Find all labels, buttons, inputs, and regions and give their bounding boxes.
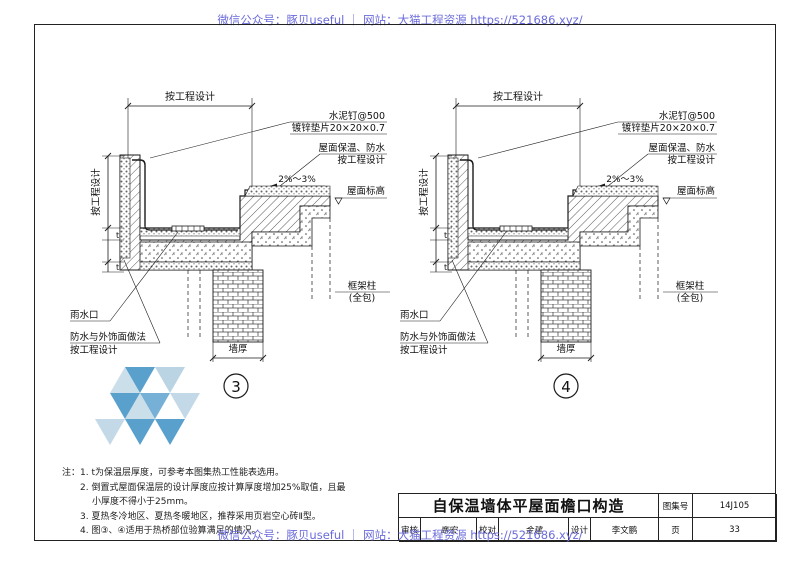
finish-label: 防水与外饰面做法	[70, 331, 146, 343]
nail-note: 水泥钉@500	[659, 110, 715, 122]
atlas-label: 图集号	[659, 494, 693, 518]
page-value: 33	[693, 518, 777, 542]
drawing-title: 自保温墙体平屋面檐口构造	[399, 494, 659, 518]
detail-number: 3	[231, 378, 241, 396]
review-name: 商宏	[421, 518, 477, 542]
washer-note: 镀锌垫片20×20×0.7	[292, 122, 385, 134]
dim-side: 按工程设计 t t	[418, 152, 452, 273]
note-item: 2. 倒置式屋面保温层的设计厚度应按计算厚度增加25%取值，且最	[80, 482, 346, 493]
atlas-value: 14J105	[693, 494, 777, 518]
note-item: 小厚度不得小于25mm。	[92, 497, 193, 508]
dim-t2: t	[116, 263, 119, 272]
column-sub: (全包)	[677, 292, 703, 304]
title-block: 自保温墙体平屋面檐口构造 图集号 14J105 审核 商宏 校对 金建 设计 李…	[398, 493, 777, 542]
design-label: 设计	[569, 518, 591, 542]
note-item: 4. 图③、④适用于热桥部位验算满足的情况。	[80, 526, 261, 537]
design-name: 李文鹏	[591, 518, 659, 542]
watermark-top: 微信公众号：豚贝useful ｜ 网站：大猫工程资源 https://52168…	[217, 13, 583, 27]
check-label: 校对	[477, 518, 499, 542]
wall-thickness-label: 墙厚	[556, 343, 576, 355]
drawing-frame	[34, 24, 776, 541]
roof-insulation-label: 屋面保温、防水	[318, 142, 385, 154]
column-label: 框架柱	[348, 280, 377, 292]
dim-t2: t	[444, 263, 447, 272]
detail-4: 按工程设计 水泥钉@500 镀锌垫片20×20×0.7 屋面保温、防水 按工程设…	[400, 90, 718, 399]
column-label: 框架柱	[676, 280, 705, 292]
nail-note: 水泥钉@500	[329, 110, 385, 122]
note-item: 3. 夏热冬冷地区、夏热冬暖地区，推荐采用页岩空心砖Ⅱ型。	[80, 511, 321, 522]
review-label: 审核	[399, 518, 421, 542]
notes-label: 注：	[62, 468, 81, 478]
roof-insulation-sub: 按工程设计	[337, 154, 385, 166]
drain-label: 雨水口	[70, 309, 99, 321]
dim-side: 按工程设计 t t	[90, 152, 124, 273]
finish-sub: 按工程设计	[400, 344, 448, 356]
dim-top-label: 按工程设计	[493, 90, 543, 103]
publisher-logo	[95, 367, 200, 445]
roof-insulation-label: 屋面保温、防水	[648, 142, 715, 154]
dim-top-label: 按工程设计	[165, 90, 215, 103]
column-sub: (全包)	[349, 292, 375, 304]
finish-label: 防水与外饰面做法	[400, 331, 476, 343]
check-name: 金建	[499, 518, 569, 542]
note-item: 1. t为保温层厚度，可参考本图集热工性能表选用。	[80, 468, 284, 478]
dim-side-label: 按工程设计	[418, 168, 430, 216]
roof-elevation-label: 屋面标高	[677, 185, 715, 197]
slope-label: 2%～3%	[606, 175, 644, 185]
finish-sub: 按工程设计	[70, 344, 118, 356]
detail-3: 按工程设计 水泥钉@500 镀锌垫片20×20×0.7 屋面保温、防水 按工程设…	[70, 90, 390, 399]
detail-number-circle	[223, 373, 249, 399]
wall-thickness-label: 墙厚	[228, 343, 248, 355]
dim-top: 按工程设计	[124, 90, 256, 190]
washer-note: 镀锌垫片20×20×0.7	[622, 122, 715, 134]
dim-side-label: 按工程设计	[90, 168, 102, 216]
detail-number-circle	[553, 373, 579, 399]
dim-t1: t	[444, 231, 447, 240]
drain-label: 雨水口	[400, 309, 429, 321]
notes: 注：1. t为保温层厚度，可参考本图集热工性能表选用。 2. 倒置式屋面保温层的…	[62, 466, 345, 539]
roof-insulation-sub: 按工程设计	[667, 154, 715, 166]
detail-number: 4	[561, 378, 571, 396]
roof-elevation-label: 屋面标高	[347, 185, 385, 197]
dim-t1: t	[116, 231, 119, 240]
slope-label: 2%～3%	[278, 175, 316, 185]
dim-top: 按工程设计	[452, 90, 584, 190]
page-label: 页	[659, 518, 693, 542]
watermark-bottom: 微信公众号：豚贝useful ｜ 网站：大猫工程资源 https://52168…	[217, 528, 583, 542]
